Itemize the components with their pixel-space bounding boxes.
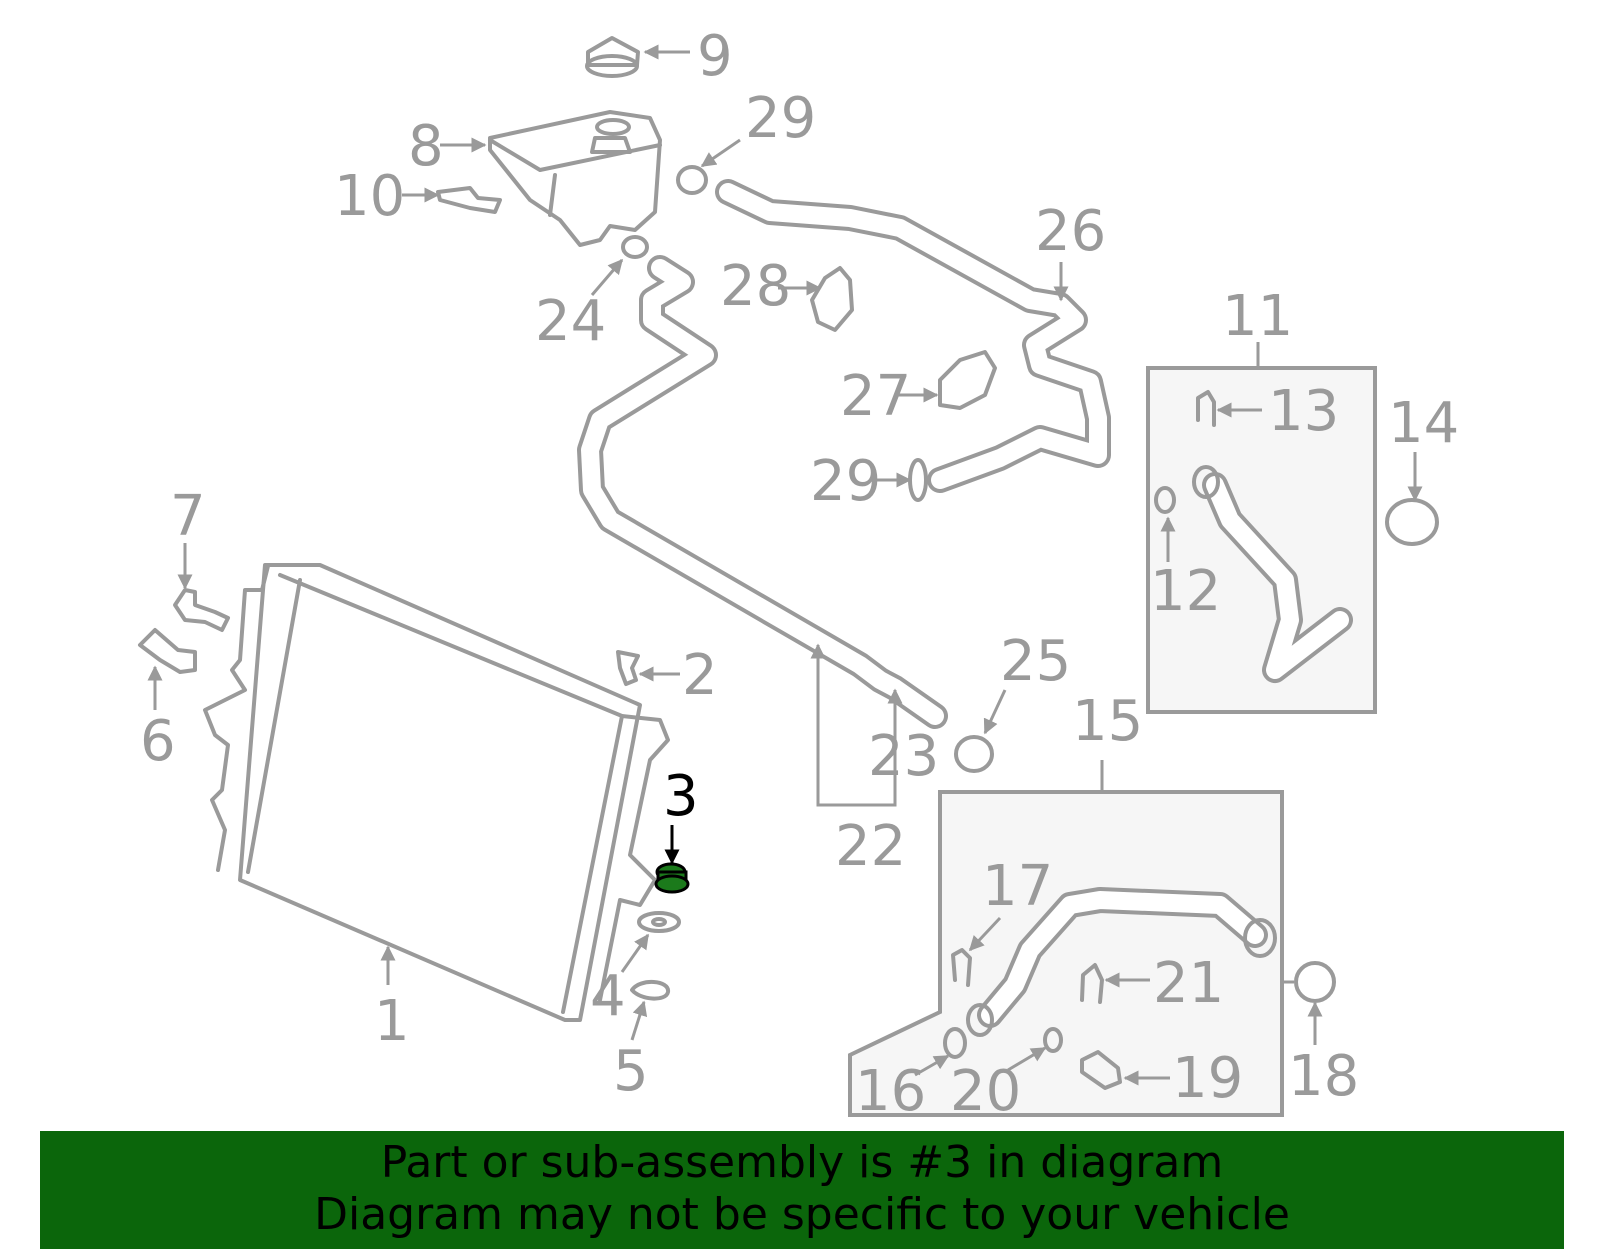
clamp-25 <box>954 735 994 773</box>
callout-8: 8 <box>408 114 444 179</box>
callout-2: 2 <box>682 643 718 708</box>
o-ring-20 <box>1043 1027 1063 1053</box>
callout-7: 7 <box>170 484 206 549</box>
callout-27: 27 <box>840 364 911 429</box>
callout-29-lower: 29 <box>810 449 881 514</box>
callout-19: 19 <box>1172 1046 1243 1111</box>
callout-11: 11 <box>1222 284 1293 349</box>
washer-4 <box>637 911 681 933</box>
clamp-18 <box>1294 961 1336 1003</box>
bracket-7 <box>173 588 230 632</box>
callout-13: 13 <box>1268 379 1339 444</box>
callout-16: 16 <box>855 1059 926 1124</box>
o-ring-12 <box>1154 486 1176 514</box>
callout-24: 24 <box>535 289 606 354</box>
hose-assembly-15 <box>966 887 1277 1037</box>
hose-assembly-11 <box>1192 465 1353 683</box>
seal-5 <box>630 980 670 1001</box>
clip-2 <box>616 650 640 686</box>
bracket-6 <box>138 628 197 674</box>
pressure-cap-9 <box>585 36 640 78</box>
clamp-29-top <box>676 165 708 195</box>
radiator <box>203 563 670 1022</box>
temp-sensor-19 <box>1080 1050 1122 1090</box>
callout-6: 6 <box>140 709 176 774</box>
callout-25: 25 <box>1000 629 1071 694</box>
clip-10 <box>436 186 502 214</box>
callout-5: 5 <box>613 1039 649 1104</box>
callout-10: 10 <box>334 164 405 229</box>
callout-29-top: 29 <box>745 86 816 151</box>
callout-21: 21 <box>1153 951 1224 1016</box>
clip-28 <box>810 266 854 332</box>
coolant-hose-26 <box>715 179 1111 493</box>
callout-18: 18 <box>1288 1044 1359 1109</box>
callout-3: 3 <box>663 764 699 829</box>
o-ring-16 <box>943 1027 967 1059</box>
callout-17: 17 <box>982 854 1053 919</box>
clip-17 <box>951 948 972 987</box>
callout-4: 4 <box>590 964 626 1029</box>
bracket-27 <box>938 350 997 410</box>
callout-12: 12 <box>1150 559 1221 624</box>
coolant-hose-22 <box>577 255 948 729</box>
callout-23: 23 <box>868 724 939 789</box>
callout-28: 28 <box>720 254 791 319</box>
assembly-15-panel <box>848 790 1284 1117</box>
clamp-29-lower <box>908 458 928 502</box>
clip-13 <box>1196 390 1216 427</box>
callout-1: 1 <box>374 989 410 1054</box>
drain-plug-3 <box>654 862 690 894</box>
callout-15: 15 <box>1072 689 1143 754</box>
callout-9: 9 <box>697 24 733 89</box>
banner-line-1: Part or sub-assembly is #3 in diagram <box>380 1137 1224 1188</box>
callout-26: 26 <box>1035 199 1106 264</box>
banner-line-2: Diagram may not be specific to your vehi… <box>314 1189 1290 1240</box>
clamp-24 <box>621 235 649 259</box>
callout-22: 22 <box>835 814 906 879</box>
info-banner: Part or sub-assembly is #3 in diagram Di… <box>40 1131 1564 1249</box>
clamp-14 <box>1385 498 1439 546</box>
clip-21 <box>1080 963 1104 1004</box>
callout-20: 20 <box>950 1059 1021 1124</box>
callout-14: 14 <box>1388 391 1459 456</box>
expansion-tank-8 <box>488 110 662 247</box>
